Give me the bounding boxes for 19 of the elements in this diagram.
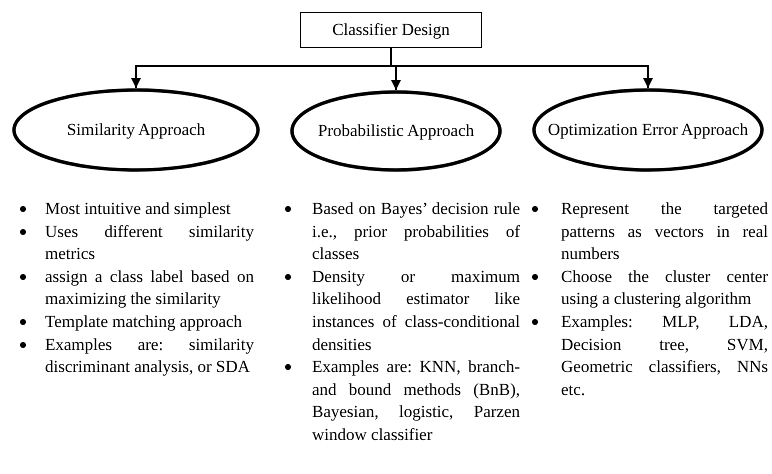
approach-ellipse [532, 88, 764, 172]
bullet-text: Template matching approach [45, 310, 244, 333]
approach-ellipse [290, 90, 502, 172]
bullet-text: Most intuitive and simplest [45, 198, 232, 220]
bullet-text: Examples are: KNN, branch-and bound methods (BnB), Bayesian, logistic, Parzen window classifier [312, 356, 520, 446]
bullet-text: Represent the targeted patterns as vectors in real numbers [561, 198, 768, 266]
bullet-text: Examples are: similarity discriminant analysis, or SDA [45, 334, 254, 378]
node-label: Probabilistic Approach [318, 120, 474, 142]
bullet-text: Based on Bayes’ decision rule i.e., prior probabilities of classes [312, 198, 520, 266]
node-label: Similarity Approach [66, 119, 206, 141]
node-label: Optimization Error Approach [548, 119, 748, 141]
bullet-text: assign a class label based on maximizing the similarity [45, 266, 254, 310]
title-box [300, 12, 482, 48]
approach-ellipse [12, 88, 260, 172]
arrow [390, 48, 653, 88]
node-label: Classifier Design [332, 19, 450, 41]
bullet-text: Examples: MLP, LDA, Decision tree, SVM, Geometric classifiers, NNs etc. [561, 310, 768, 401]
bullet-text: Density or maximum likelihood estimator like instances of class-conditional densities [312, 266, 520, 356]
bullet-text: Choose the cluster center using a clustering algorithm [561, 266, 768, 310]
